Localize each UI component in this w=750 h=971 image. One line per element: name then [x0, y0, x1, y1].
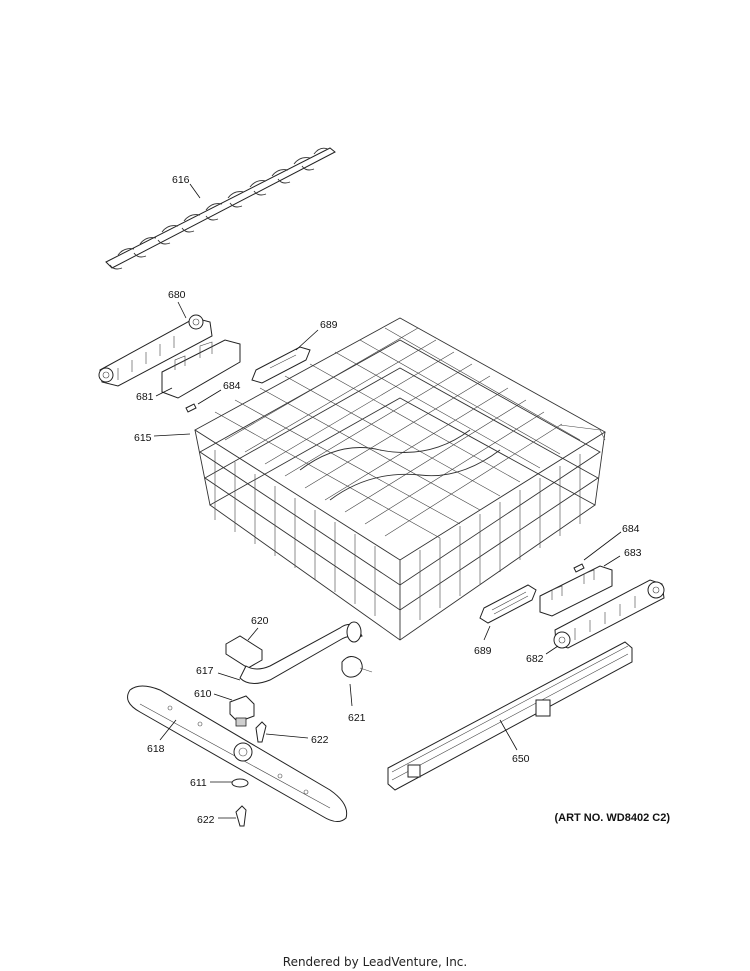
callout-615: 615	[134, 432, 152, 444]
callout-683: 683	[624, 547, 642, 559]
callout-617: 617	[196, 665, 214, 677]
part-681-clip[interactable]	[161, 339, 241, 399]
part-621-hose-clamp[interactable]	[341, 656, 373, 678]
part-615-upper-rack[interactable]	[194, 317, 606, 641]
callout-611: 611	[190, 777, 207, 789]
part-650-slide-rail[interactable]	[387, 641, 633, 791]
part-616-tine-row[interactable]	[105, 147, 336, 270]
callout-620: 620	[251, 615, 269, 627]
part-680-wheel-bracket[interactable]	[98, 314, 213, 387]
callout-622-lower: 622	[197, 814, 215, 826]
part-618-spray-arm[interactable]	[127, 685, 348, 822]
callout-682: 682	[526, 653, 544, 665]
part-689-rack-handle-bottom[interactable]	[479, 584, 537, 624]
callout-681: 681	[136, 391, 154, 403]
part-611-washer[interactable]	[231, 778, 249, 788]
callout-621: 621	[348, 712, 366, 724]
callout-684-top: 684	[223, 380, 241, 392]
part-620-clip[interactable]	[225, 635, 263, 669]
footer-credit: Rendered by LeadVenture, Inc.	[282, 955, 468, 969]
part-622-screw-lower[interactable]	[235, 805, 247, 827]
art-number-label: (ART NO. WD8402 C2)	[554, 812, 670, 824]
callout-616: 616	[172, 174, 190, 186]
part-682-wheel-bracket-right[interactable]	[553, 579, 665, 649]
callout-labels: 616 680 681 684 689 615 684 683 620 617 …	[134, 174, 642, 826]
callout-684-right: 684	[622, 523, 640, 535]
part-689-rack-handle-top[interactable]	[251, 346, 311, 384]
leader-lines	[153, 183, 622, 819]
part-622-screw-upper[interactable]	[255, 721, 267, 743]
part-684-screw-top[interactable]	[185, 403, 197, 413]
part-683-clip-right[interactable]	[539, 565, 613, 617]
callout-689-top: 689	[320, 319, 338, 331]
part-617-conduit[interactable]	[239, 621, 363, 684]
callout-618: 618	[147, 743, 165, 755]
callout-610: 610	[194, 688, 212, 700]
callout-689-bottom: 689	[474, 645, 492, 657]
callout-680: 680	[168, 289, 186, 301]
callout-650: 650	[512, 753, 530, 765]
part-684-screw-right[interactable]	[573, 563, 585, 573]
part-610-bearing[interactable]	[229, 695, 255, 727]
callout-622-upper: 622	[311, 734, 329, 746]
